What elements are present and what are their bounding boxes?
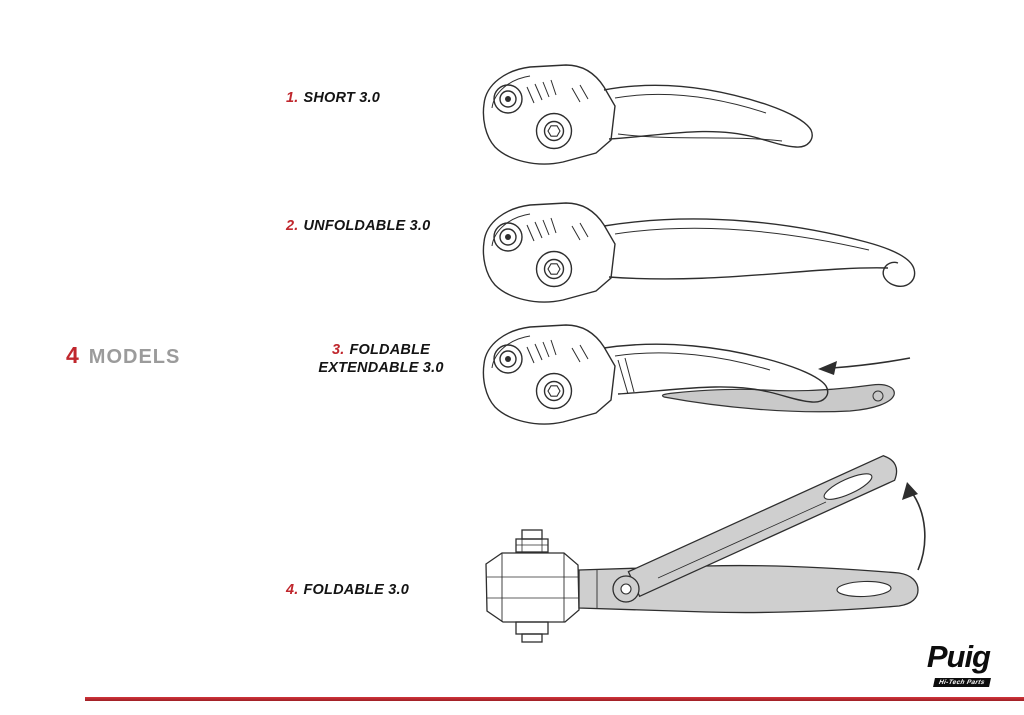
clamp-assembly: [485, 529, 580, 643]
lever-foldable-extendable-blade: [603, 343, 829, 403]
pivot: [612, 575, 640, 603]
lever-foldable-extendable-illustration: [482, 324, 911, 425]
model-name: FOLDABLE 3.0: [303, 582, 410, 598]
pivot-bracket: [482, 64, 616, 165]
model-label-short: 1.SHORT 3.0: [286, 89, 380, 107]
extender-blade: [661, 383, 895, 413]
unfold-direction-arrow: [902, 482, 926, 571]
lever-foldable-illustration: [485, 454, 926, 643]
upper-arm: [627, 454, 898, 598]
brand-tagline: Hi-Tech Parts: [933, 678, 991, 687]
lever-unfoldable-illustration: [482, 202, 916, 303]
model-name: UNFOLDABLE 3.0: [303, 218, 431, 234]
pivot-bracket: [482, 202, 616, 303]
model-number: 2.: [286, 218, 299, 234]
footer-rule: [85, 697, 1024, 701]
lever-short-illustration: [482, 64, 813, 165]
model-name: SHORT 3.0: [303, 90, 380, 106]
model-label-foldable-extendable: 3.FOLDABLE EXTENDABLE 3.0: [282, 341, 480, 377]
extend-direction-arrow: [818, 357, 911, 375]
model-number: 3.: [331, 342, 345, 358]
lever-unfoldable-blade: [603, 218, 916, 287]
pivot-bracket: [482, 324, 616, 425]
models-title: MODELS: [88, 346, 181, 368]
models-count: 4: [66, 342, 79, 368]
model-name: FOLDABLE EXTENDABLE 3.0: [318, 342, 444, 377]
models-heading: 4 MODELS: [66, 342, 180, 369]
model-label-unfoldable: 2.UNFOLDABLE 3.0: [286, 217, 430, 235]
puig-logo: Puig Hi-Tech Parts: [926, 639, 991, 689]
lever-short-blade: [603, 84, 813, 148]
brand-name: Puig: [926, 639, 991, 675]
model-number: 4.: [286, 582, 299, 598]
model-number: 1.: [286, 90, 299, 106]
model-label-foldable: 4.FOLDABLE 3.0: [286, 581, 409, 599]
